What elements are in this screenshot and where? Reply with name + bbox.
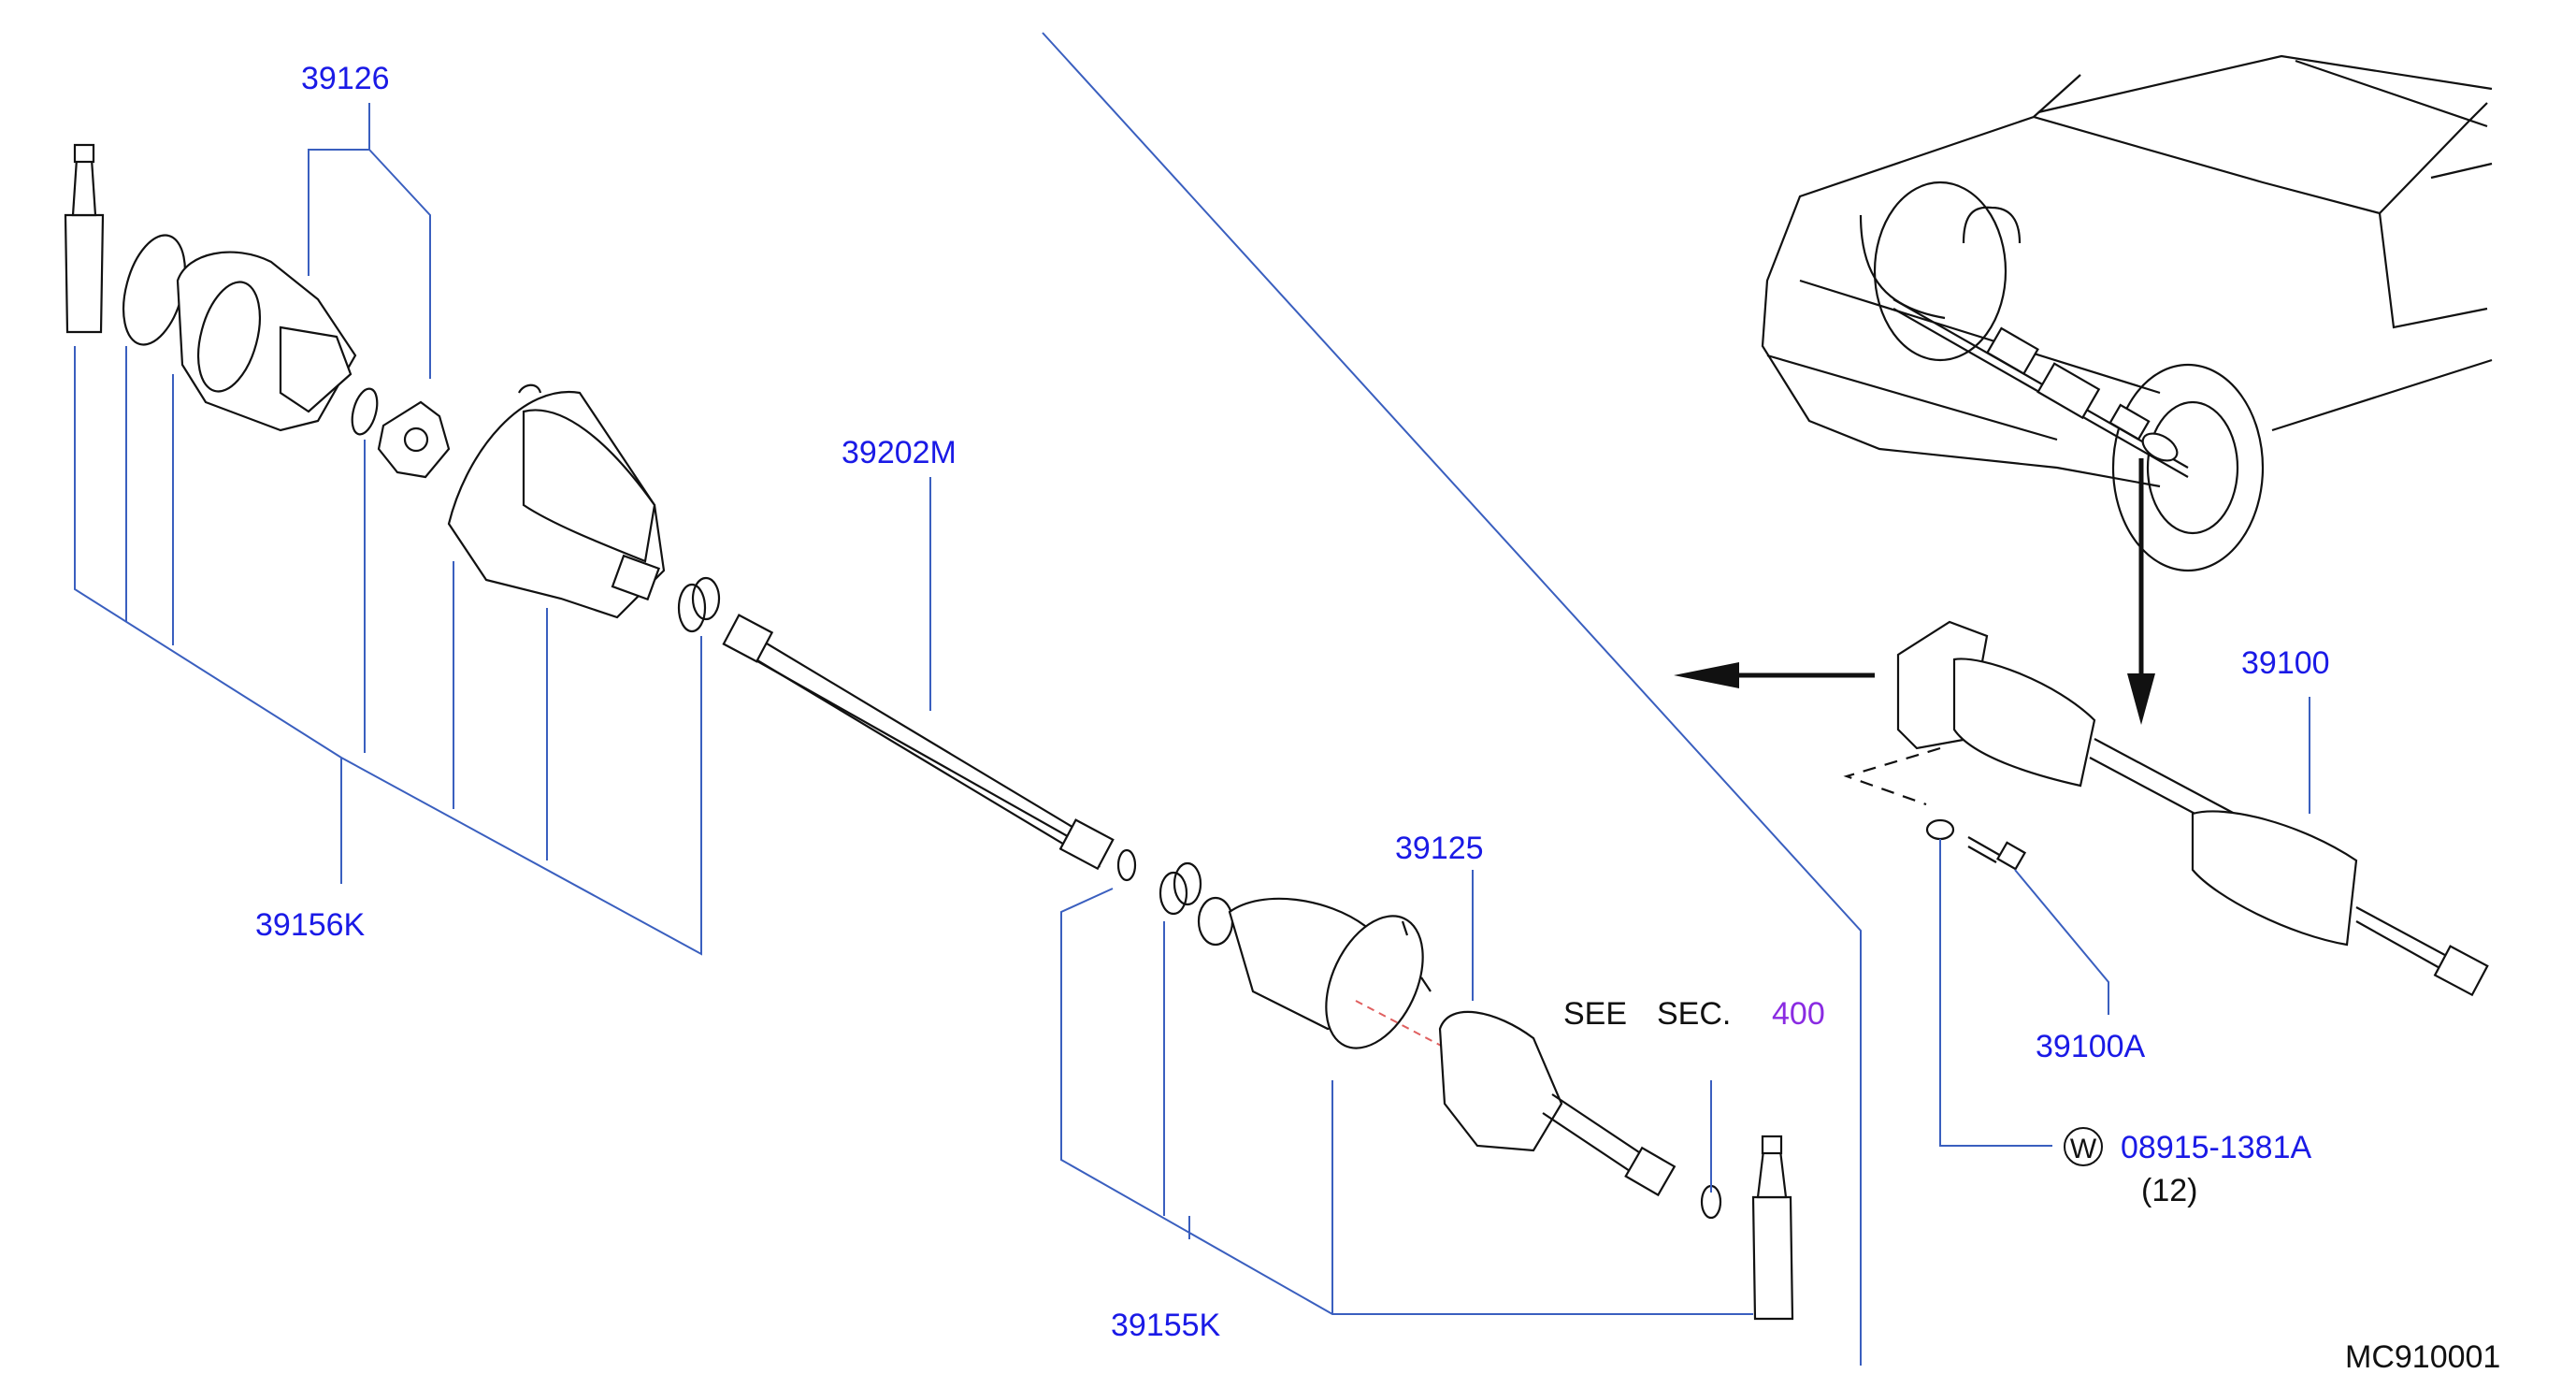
grease-tube-lower-drawing (1751, 1135, 1794, 1321)
boot-outer-drawing (1197, 896, 1446, 1049)
boot-band-drawing (677, 576, 721, 633)
part-number-39155K: 39155K (1111, 1308, 1221, 1343)
main-shaft-drawing (722, 614, 1115, 871)
grease-tube-drawing (64, 143, 105, 334)
drive-shaft-assembly-drawing (1843, 620, 2489, 997)
section-number: 400 (1772, 996, 1825, 1032)
joint-housing-drawing (176, 251, 357, 432)
circlip-drawing (351, 387, 379, 436)
circlip-outer-drawing (1116, 848, 1137, 882)
section-divider-line (1042, 32, 1862, 1366)
drawing-code: MC910001 (2345, 1339, 2500, 1375)
arrow-left-icon (1674, 662, 1875, 688)
sec-label: SEC. (1657, 996, 1731, 1032)
leader-lines (74, 103, 2310, 1315)
arrow-down-icon (2127, 458, 2155, 725)
part-number-39156K: 39156K (255, 907, 366, 943)
outer-joint-drawing (1438, 1010, 1677, 1197)
see-label: SEE (1563, 996, 1627, 1032)
part-number-39202M: 39202M (842, 435, 957, 470)
bolt-drawing (1967, 836, 2027, 871)
boot-inner-drawing (447, 383, 666, 619)
washer-symbol-circle (2064, 1127, 2103, 1166)
boot-band-outer-drawing (1158, 861, 1202, 916)
vehicle-illustration (1761, 54, 2493, 572)
part-number-washer: 08915-1381A (2121, 1130, 2312, 1165)
washer-symbol: W (2070, 1134, 2097, 1164)
part-number-39126: 39126 (301, 61, 390, 96)
washer-quantity: (12) (2141, 1173, 2197, 1208)
part-number-39100: 39100 (2241, 645, 2330, 681)
spider-tripod-drawing (377, 400, 451, 479)
washer-drawing (1925, 818, 1955, 841)
part-number-39125: 39125 (1395, 831, 1484, 866)
part-number-39100A: 39100A (2036, 1029, 2146, 1064)
